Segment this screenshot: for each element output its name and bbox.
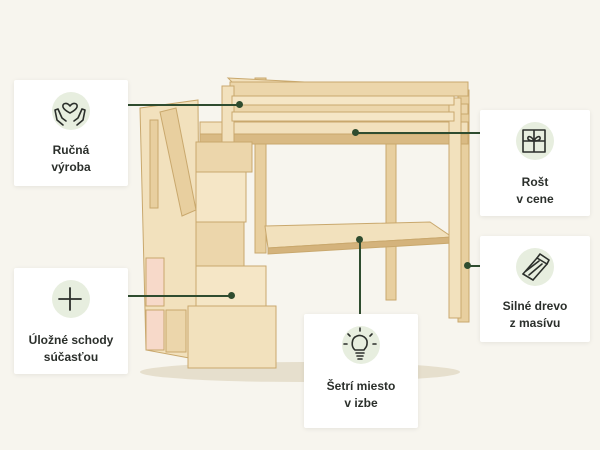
connector-line-storage-stairs (112, 295, 232, 297)
feature-icon-badge (342, 326, 380, 364)
connector-dot-storage-stairs (228, 292, 235, 299)
feature-icon-badge (516, 122, 554, 160)
feature-card-slatted-base: Rošt v cene (480, 110, 590, 216)
connector-line-solid-wood (468, 265, 480, 267)
connector-line-slatted-base (356, 132, 480, 134)
wood-log-icon (522, 253, 550, 281)
connector-dot-space-saving (356, 236, 363, 243)
feature-label: Úložné schody súčasťou (28, 333, 114, 364)
feature-card-handmade: Ručná výroba (14, 80, 128, 186)
lightbulb-icon (343, 327, 377, 360)
connector-line-space-saving (359, 240, 361, 316)
hands-heart-icon (54, 102, 86, 126)
feature-card-space-saving: Šetrí miesto v izbe (304, 314, 418, 428)
feature-icon-badge (52, 280, 90, 318)
feature-label: Šetrí miesto v izbe (326, 379, 396, 410)
connector-dot-handmade (236, 101, 243, 108)
plus-icon (58, 287, 82, 311)
connector-dot-slatted-base (352, 129, 359, 136)
feature-card-storage-stairs: Úložné schody súčasťou (14, 268, 128, 374)
feature-card-solid-wood: Silné drevo z masívu (480, 236, 590, 342)
feature-label: Silné drevo z masívu (502, 299, 568, 330)
feature-label: Rošt v cene (516, 175, 554, 206)
feature-icon-badge (516, 248, 554, 286)
connector-dot-solid-wood (464, 262, 471, 269)
feature-label: Ručná výroba (51, 143, 91, 174)
connector-line-handmade (112, 104, 240, 106)
gift-icon (522, 129, 546, 153)
feature-icon-badge (52, 92, 90, 130)
